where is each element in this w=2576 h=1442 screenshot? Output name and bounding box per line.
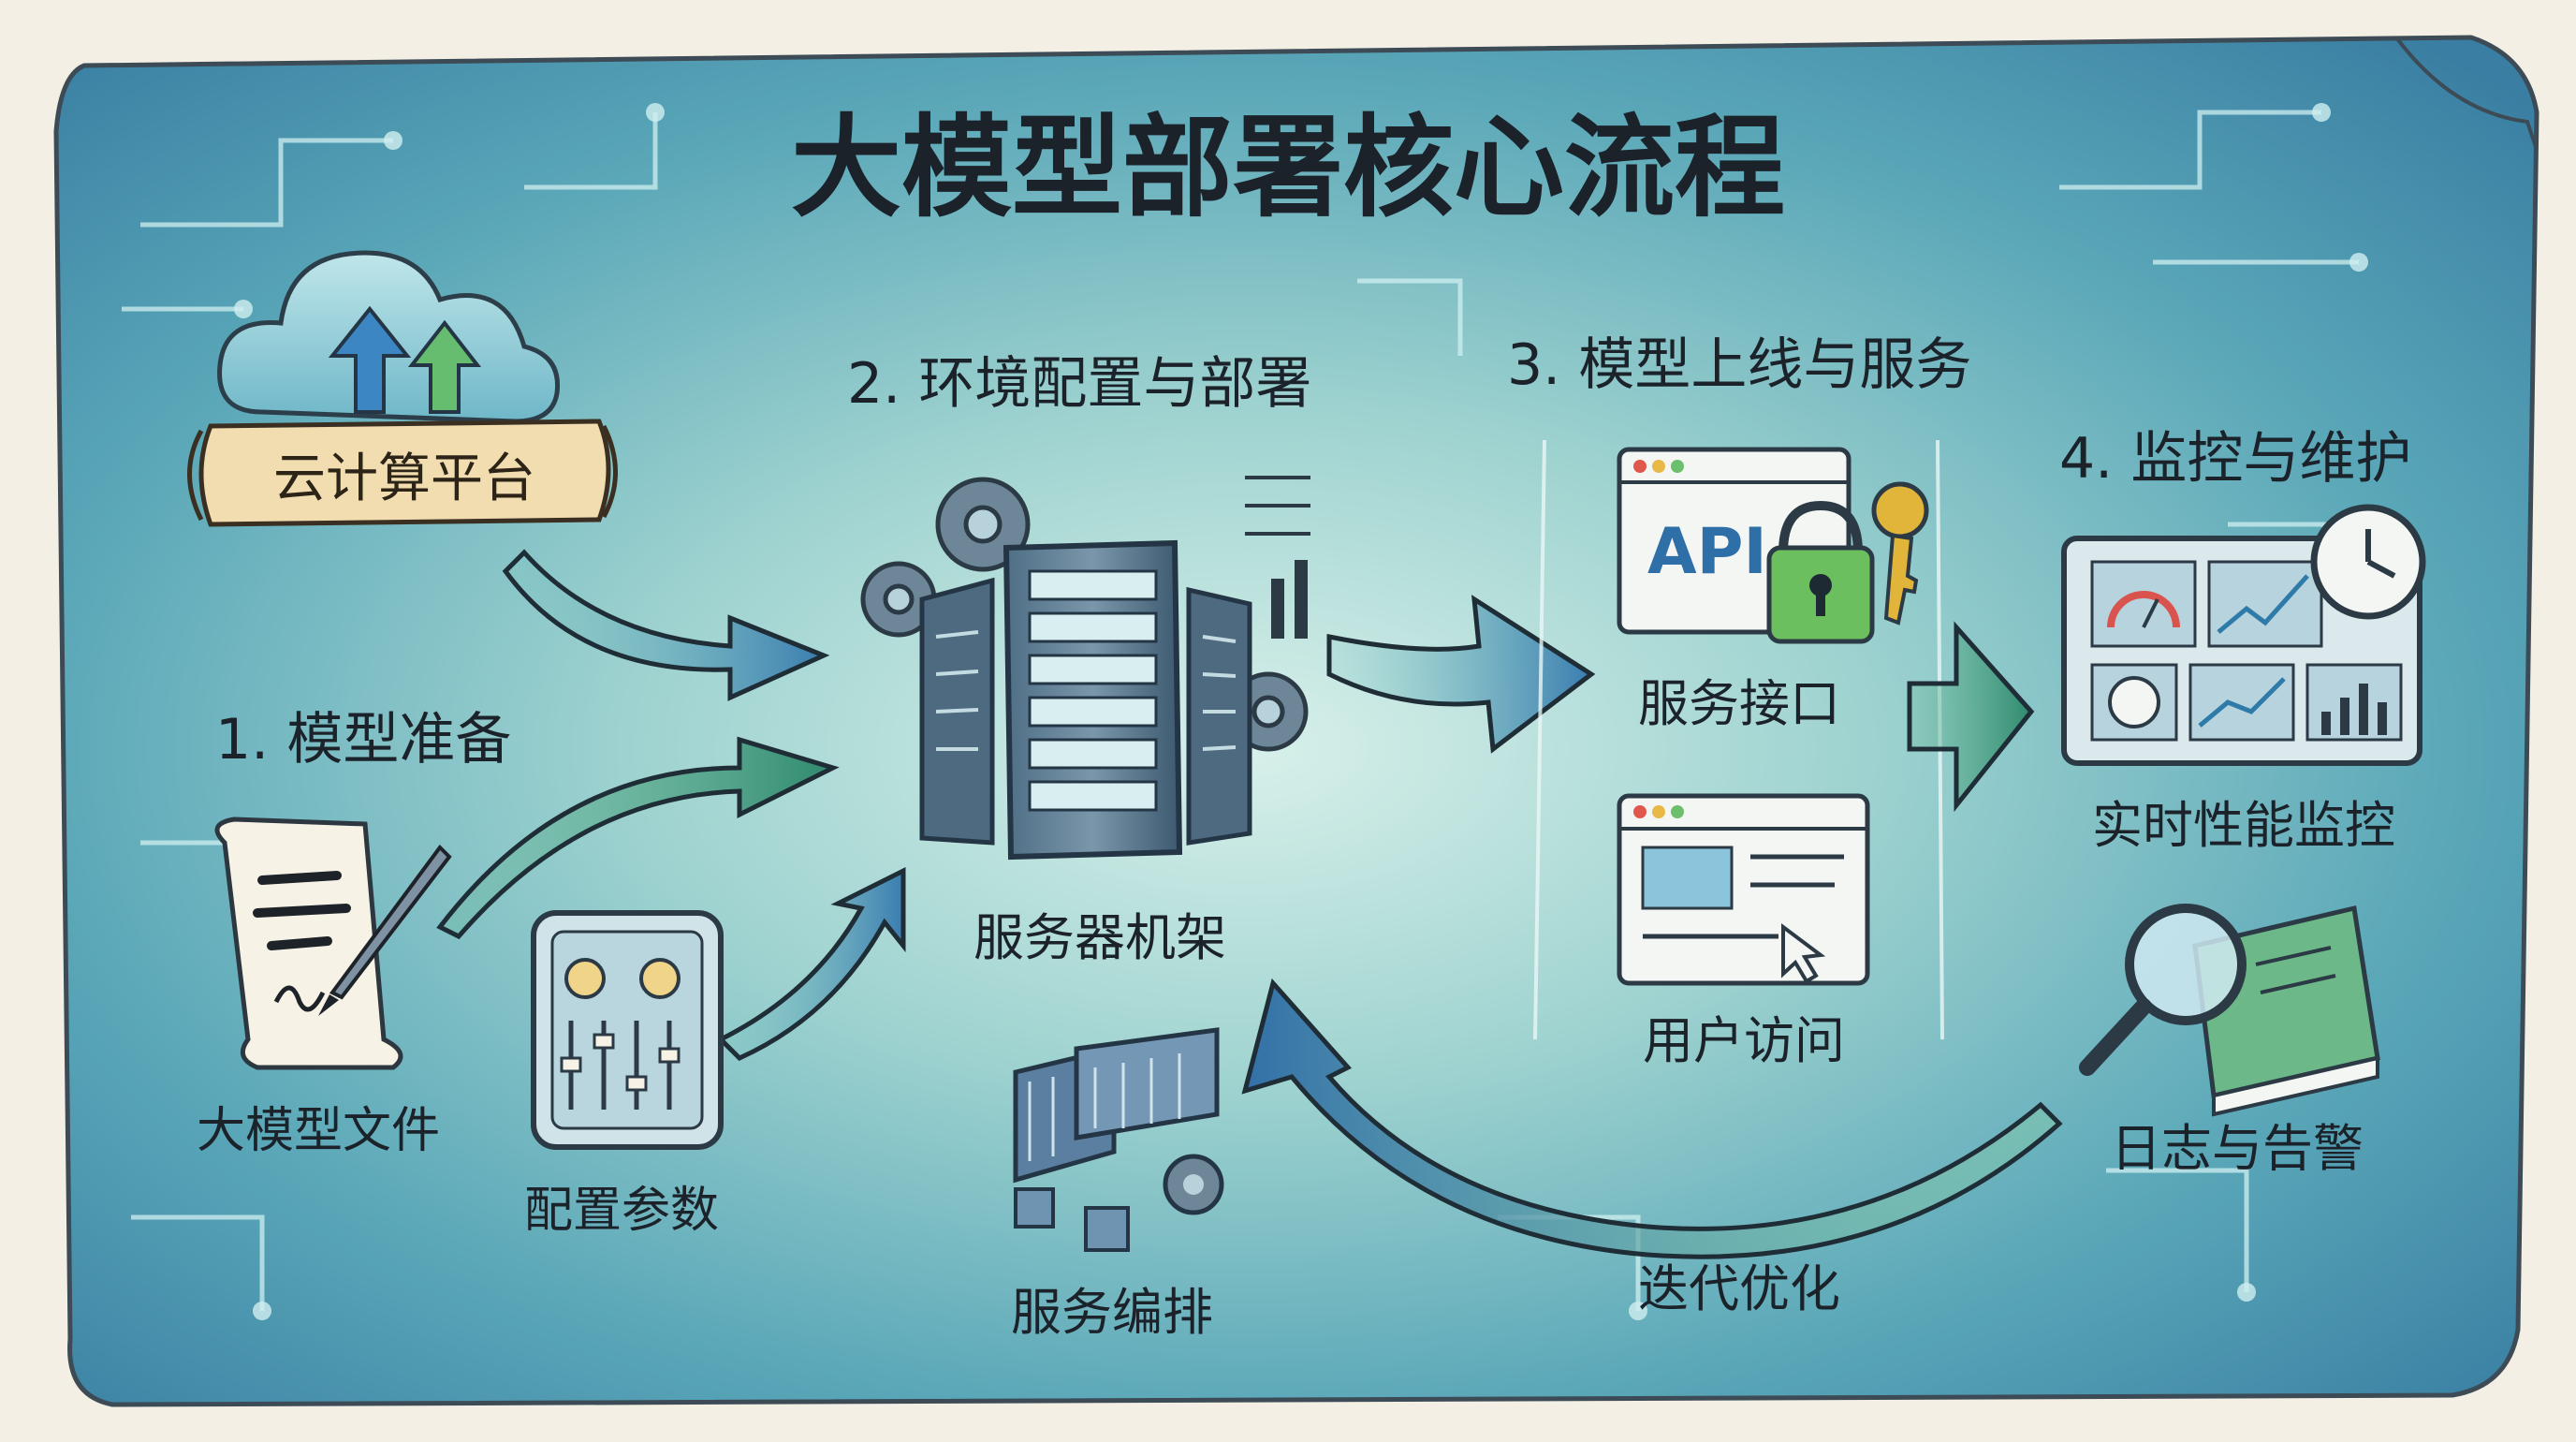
cloud-icon: [217, 250, 561, 424]
step1-heading: 1. 模型准备: [215, 707, 511, 772]
params-label: 配置参数: [524, 1183, 719, 1239]
step2-heading: 2. 环境配置与部署: [847, 351, 1311, 417]
cloud-label: 云计算平台: [273, 449, 535, 509]
iteration-loop-arrow: [1241, 978, 2063, 1259]
page-curl: [2394, 36, 2539, 151]
arrow-api-to-monitor: [1907, 621, 2035, 813]
monitor-label: 实时性能监控: [2092, 796, 2395, 855]
arrow-params-to-server: [716, 866, 906, 1061]
data-lines-icon: [1245, 476, 1310, 639]
magnifier-icon: [2079, 904, 2247, 1076]
quill-pen-icon: [318, 844, 452, 1016]
padlock-icon: [1766, 500, 1875, 644]
api-text: API: [1647, 515, 1767, 589]
log-label: 日志与告警: [2111, 1119, 2364, 1178]
clock-icon: [2310, 504, 2426, 620]
step4-heading: 4. 监控与维护: [2059, 426, 2411, 492]
cursor-icon: [1781, 923, 1826, 984]
control-panel-icon: [531, 910, 724, 1150]
access-browser-icon: [1617, 793, 1870, 986]
orchestration-label: 服务编排: [1011, 1283, 1213, 1342]
arrow-server-to-api: [1326, 595, 1596, 754]
file-label: 大模型文件: [197, 1103, 440, 1159]
container-icon: [1013, 1027, 1224, 1252]
step3-heading: 3. 模型上线与服务: [1507, 332, 1971, 398]
server-label: 服务器机架: [973, 908, 1226, 967]
arrow-file-to-server: [436, 736, 840, 940]
key-icon: [1871, 481, 1929, 625]
access-label: 用户访问: [1643, 1011, 1845, 1070]
document-scroll-icon: [214, 817, 403, 1070]
page-title: 大模型部署核心流程: [791, 103, 1785, 232]
server-rack-icon: [919, 539, 1252, 861]
arrow-cloud-to-server: [502, 549, 830, 701]
api-label: 服务接口: [1638, 674, 1840, 733]
scroll-banner-icon: 云计算平台: [187, 419, 618, 527]
upload-arrow-icon: [328, 305, 412, 414]
loop-label: 迭代优化: [1638, 1259, 1840, 1318]
